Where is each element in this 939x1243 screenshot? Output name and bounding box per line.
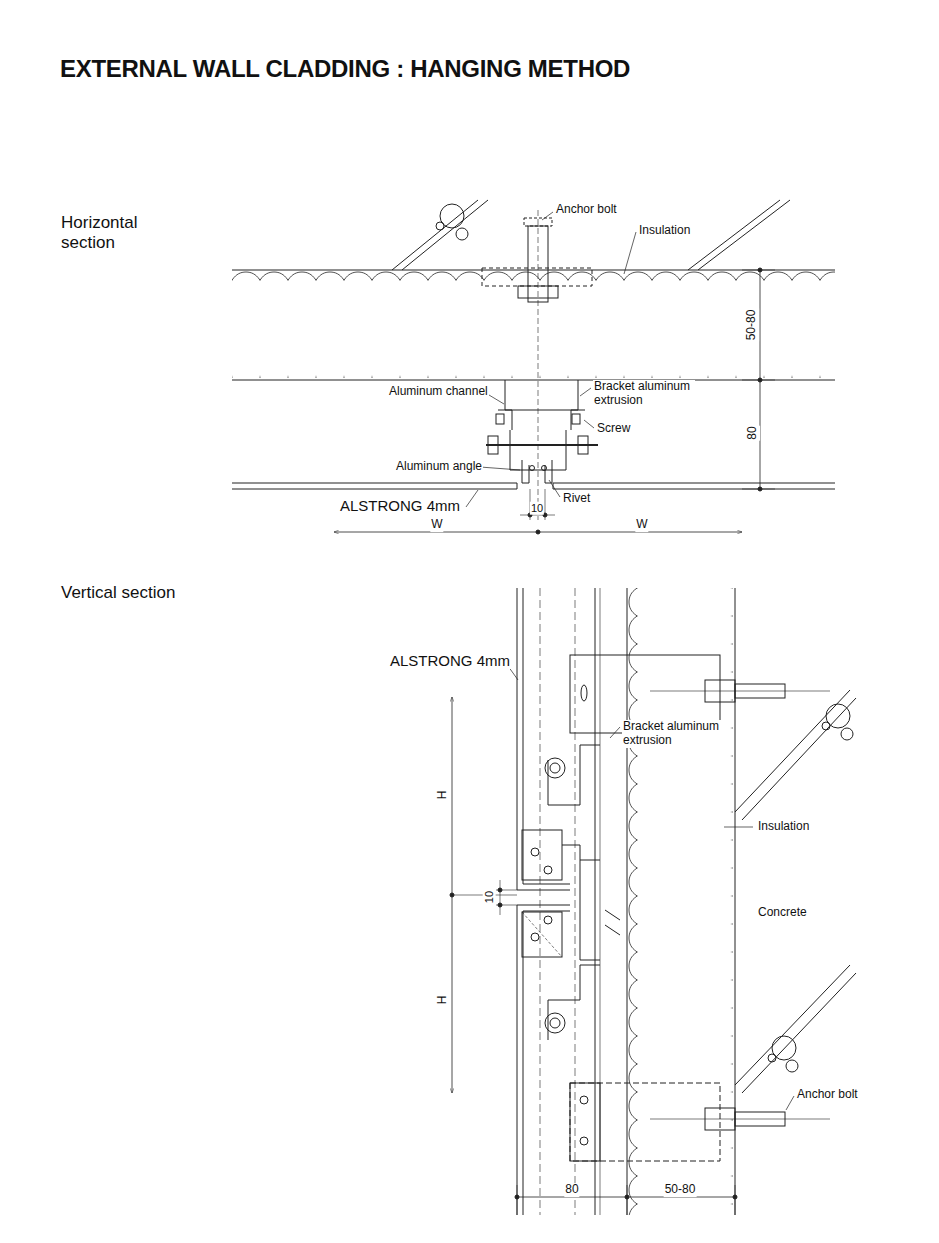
dimension: H [436,995,450,1006]
dimension: 10 [483,890,496,904]
part-label: Aluminum channel [388,385,489,399]
section-heading: Horizontal section [60,213,147,252]
part-label: Anchor bolt [555,203,618,217]
part-label: Rivet [562,492,591,506]
dimension: W [430,518,443,532]
dimension: 50-80 [664,1183,697,1197]
part-label: Concrete [757,906,808,920]
part-label: Aluminum angle [395,460,483,474]
part-label: Bracket aluminum extrusion [622,720,724,748]
dimension: 50-80 [745,309,759,342]
part-label: Screw [596,422,631,436]
section-heading: Vertical section [60,583,176,603]
page-title: EXTERNAL WALL CLADDING : HANGING METHOD [60,55,630,83]
part-label: Bracket aluminum extrusion [593,380,695,408]
material-label: ALSTRONG 4mm [339,497,461,514]
dimension: H [436,790,450,801]
dimension: 10 [530,502,544,515]
part-label: Anchor bolt [796,1088,859,1102]
material-label: ALSTRONG 4mm [389,652,511,669]
part-label: Insulation [638,224,691,238]
dimension: 80 [564,1183,579,1197]
dimension: 80 [746,425,760,440]
part-label: Insulation [757,820,810,834]
dimension: W [635,518,648,532]
